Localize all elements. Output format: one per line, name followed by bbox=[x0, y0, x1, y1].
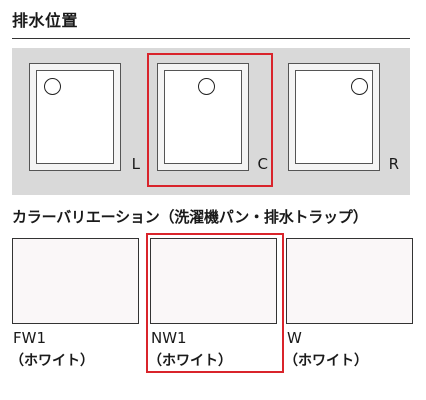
color-swatch bbox=[286, 238, 413, 324]
color-code: FW1 bbox=[13, 329, 47, 347]
drain-option-l[interactable]: L bbox=[19, 53, 145, 187]
drain-hole-icon bbox=[351, 78, 368, 95]
tray-diagram bbox=[157, 63, 249, 171]
color-name: （ホワイト） bbox=[148, 353, 232, 369]
color-name: （ホワイト） bbox=[10, 353, 94, 369]
tray-inner bbox=[295, 70, 373, 164]
tray-inner bbox=[36, 70, 114, 164]
drain-hole-icon bbox=[44, 78, 61, 95]
drain-option-label: R bbox=[388, 155, 399, 173]
selection-frame bbox=[146, 233, 284, 373]
drain-hole-icon bbox=[198, 78, 215, 95]
color-swatch bbox=[12, 238, 139, 324]
color-option-nw1[interactable]: NW1 （ホワイト） bbox=[146, 233, 284, 373]
color-code: W bbox=[287, 329, 302, 347]
title-divider bbox=[12, 38, 410, 39]
drain-position-title: 排水位置 bbox=[12, 11, 79, 30]
tray-diagram bbox=[288, 63, 380, 171]
drain-option-r[interactable]: R bbox=[278, 53, 404, 187]
color-option-fw1[interactable]: FW1 （ホワイト） bbox=[8, 233, 146, 373]
color-option-w[interactable]: W （ホワイト） bbox=[282, 233, 420, 373]
selection-frame bbox=[147, 53, 273, 187]
drain-option-c[interactable]: C bbox=[147, 53, 273, 187]
color-code: NW1 bbox=[151, 329, 187, 347]
drain-option-label: C bbox=[257, 155, 268, 173]
color-swatch bbox=[150, 238, 277, 324]
tray-diagram bbox=[29, 63, 121, 171]
color-name: （ホワイト） bbox=[284, 353, 368, 369]
color-variation-title: カラーバリエーション（洗濯機パン・排水トラップ） bbox=[12, 208, 368, 226]
drain-option-label: L bbox=[131, 155, 140, 173]
tray-inner bbox=[164, 70, 242, 164]
